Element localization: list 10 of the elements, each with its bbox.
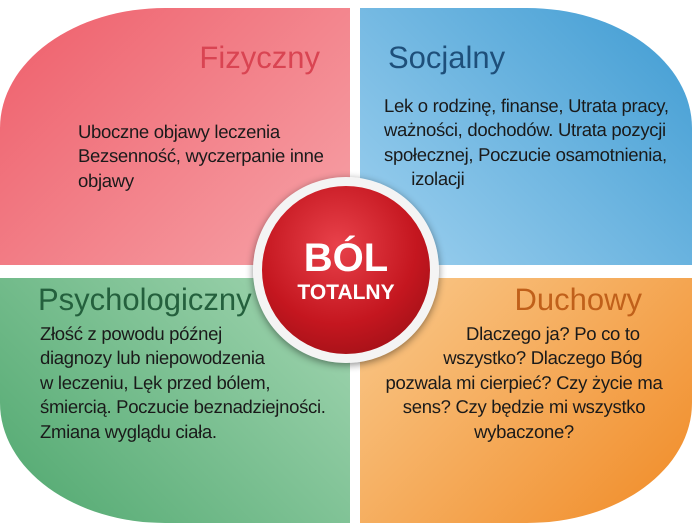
panel-heading: Duchowy xyxy=(514,282,642,318)
panel-text: Lek o rodzinę, finanse, Utrata pracy, ważności, dochodów. Utrata pozycji społecznej, Poczucie osamotnienia, izolacji xyxy=(384,94,670,192)
panel-text: Dlaczego ja? Po co to wszystko? Dlaczego Bóg pozwala mi cierpieć? Czy życie ma sens? Czy będzie mi wszystko wybaczone? xyxy=(384,322,664,444)
panel-heading: Socjalny xyxy=(388,40,506,76)
circle-title: BÓL xyxy=(304,234,388,281)
circle-subtitle: TOTALNY xyxy=(297,280,395,306)
panel-heading: Psychologiczny xyxy=(38,282,252,318)
panel-text: Złość z powodu późnej diagnozy lub niepowodzenia w leczeniu, Lęk przed bólem, śmiercią. Poczucie beznadziejności. Zmiana wyglądu ciała. xyxy=(40,322,327,444)
panel-heading: Fizyczny xyxy=(199,40,320,76)
panel-text: Uboczne objawy leczenia Bezsenność, wyczerpanie inne objawy xyxy=(78,120,325,193)
